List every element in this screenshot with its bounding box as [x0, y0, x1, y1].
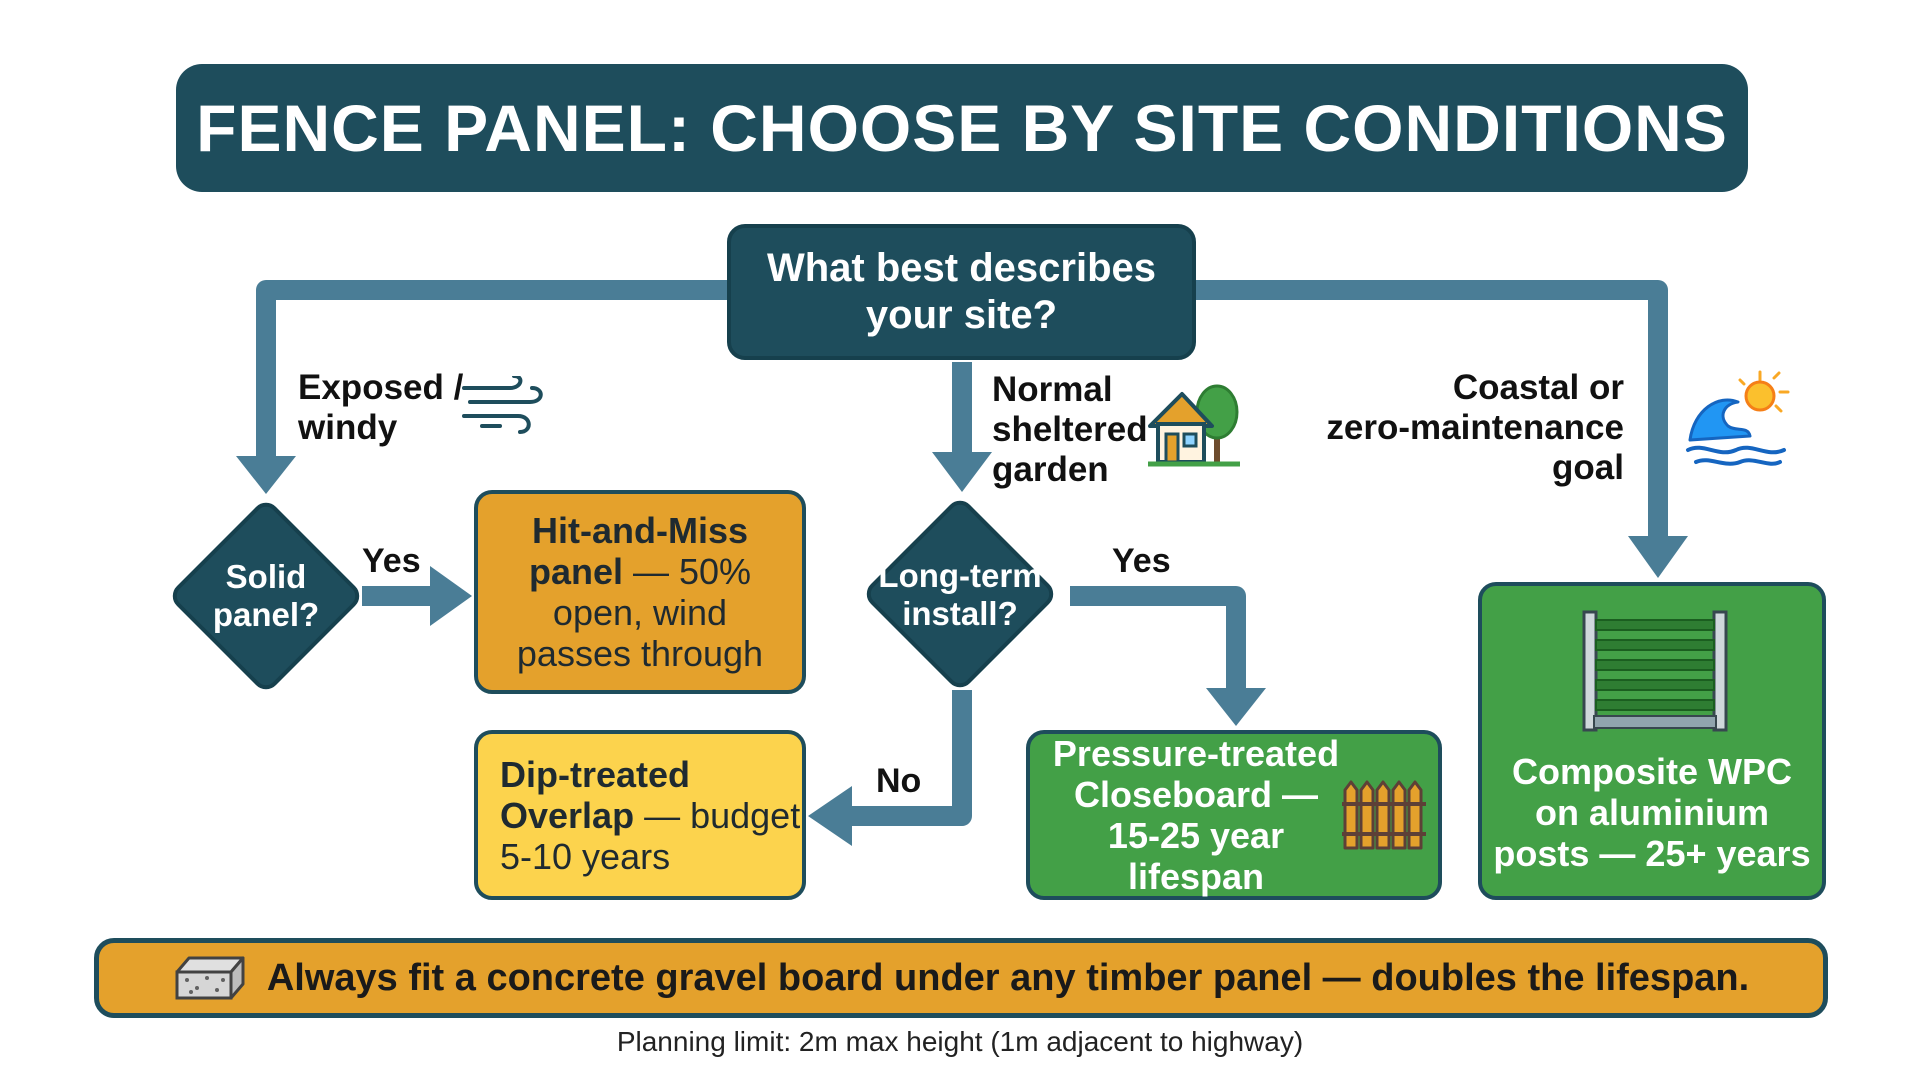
- hit-and-miss-percent: — 50%: [622, 551, 752, 592]
- outcome-composite-wpc: Composite WPC on aluminium posts — 25+ y…: [1478, 582, 1826, 900]
- branch-coastal-line-2: zero-maintenance: [1326, 408, 1624, 447]
- outcome-dip-treated-overlap: Dip-treated Overlap — budget 5-10 years: [474, 730, 806, 900]
- page-title: FENCE PANEL: CHOOSE BY SITE CONDITIONS: [176, 64, 1748, 192]
- tip-banner: Always fit a concrete gravel board under…: [94, 938, 1828, 1018]
- branch-coastal-line-3: goal: [1552, 448, 1624, 487]
- edge-label-longterm-no: No: [876, 762, 922, 800]
- question-box: What best describes your site?: [727, 224, 1196, 360]
- slatted-fence-icon: [1582, 610, 1728, 732]
- outcome-hit-and-miss: Hit-and-Miss panel — 50% open, wind pass…: [474, 490, 806, 694]
- arrowhead-right-down: [1628, 536, 1688, 578]
- composite-line-1: Composite WPC: [1511, 751, 1792, 792]
- question-line-2: your site?: [865, 293, 1058, 337]
- connector-longterm-no: [850, 690, 972, 826]
- hit-and-miss-line-3: open, wind: [552, 592, 728, 633]
- arrowhead-left-down: [236, 456, 296, 494]
- dip-treated-line-3: 5-10 years: [500, 835, 671, 877]
- connector-longterm-yes: [1070, 586, 1246, 690]
- decision-solid-line-2: panel?: [212, 596, 320, 633]
- house-with-tree-icon: [1148, 384, 1240, 467]
- connector-question-to-right: [1194, 280, 1668, 538]
- gravel-board-icon: [175, 956, 245, 1000]
- planning-limit-footnote: Planning limit: 2m max height (1m adjace…: [616, 1026, 1304, 1057]
- arrowhead-solid-yes: [430, 566, 472, 626]
- branch-coastal-line-1: Coastal or: [1452, 368, 1624, 407]
- question-line-1: What best describes: [766, 246, 1156, 290]
- closeboard-line-2: Closeboard —: [1073, 774, 1319, 815]
- hit-and-miss-line-4: passes through: [516, 633, 764, 674]
- composite-line-3: posts — 25+ years: [1493, 833, 1811, 874]
- tip-text: Always fit a concrete gravel board under…: [266, 956, 1750, 999]
- branch-sheltered-line-1: Normal: [992, 370, 1113, 409]
- branch-exposed-line-2: windy: [298, 408, 398, 447]
- dip-treated-line-2: Overlap — budget: [500, 795, 802, 836]
- wind-icon: [462, 376, 543, 434]
- dip-treated-line-1: Dip-treated: [500, 753, 691, 795]
- branch-exposed-line-1: Exposed /: [298, 368, 464, 407]
- edge-label-longterm-yes: Yes: [1112, 542, 1171, 580]
- branch-label-coastal: Coastal or zero-maintenance goal: [1310, 368, 1624, 488]
- decision-long-term-install: Long-term install?: [860, 545, 1060, 645]
- arrowhead-longterm-yes: [1206, 688, 1266, 726]
- hit-and-miss-line-2: panel — 50%: [529, 551, 751, 592]
- arrowhead-longterm-no: [808, 786, 852, 846]
- edge-label-solid-yes: Yes: [362, 542, 421, 580]
- branch-sheltered-line-3: garden: [992, 450, 1109, 489]
- dip-treated-budget: — budget: [634, 794, 801, 836]
- decision-longterm-line-2: install?: [902, 595, 1018, 632]
- wave-and-sun-icon: [1686, 370, 1790, 466]
- hit-and-miss-panel-word: panel: [528, 551, 623, 592]
- arrowhead-middle-down: [932, 452, 992, 492]
- composite-line-2: on aluminium: [1535, 792, 1769, 833]
- connector-question-to-left: [256, 280, 730, 458]
- branch-label-sheltered: Normal sheltered garden: [992, 370, 1148, 490]
- dip-treated-overlap-word: Overlap: [500, 794, 635, 836]
- hit-and-miss-line-1: Hit-and-Miss: [532, 510, 748, 551]
- branch-label-exposed: Exposed / windy: [298, 368, 463, 448]
- decision-solid-line-1: Solid: [225, 558, 307, 595]
- decision-longterm-line-1: Long-term: [878, 557, 1042, 594]
- closeboard-line-3: 15-25 year lifespan: [1107, 815, 1285, 897]
- closeboard-fence-icon: [1342, 780, 1426, 850]
- closeboard-line-1: Pressure-treated: [1052, 733, 1340, 774]
- decision-solid-panel: Solid panel?: [166, 546, 366, 646]
- branch-sheltered-line-2: sheltered: [992, 410, 1148, 449]
